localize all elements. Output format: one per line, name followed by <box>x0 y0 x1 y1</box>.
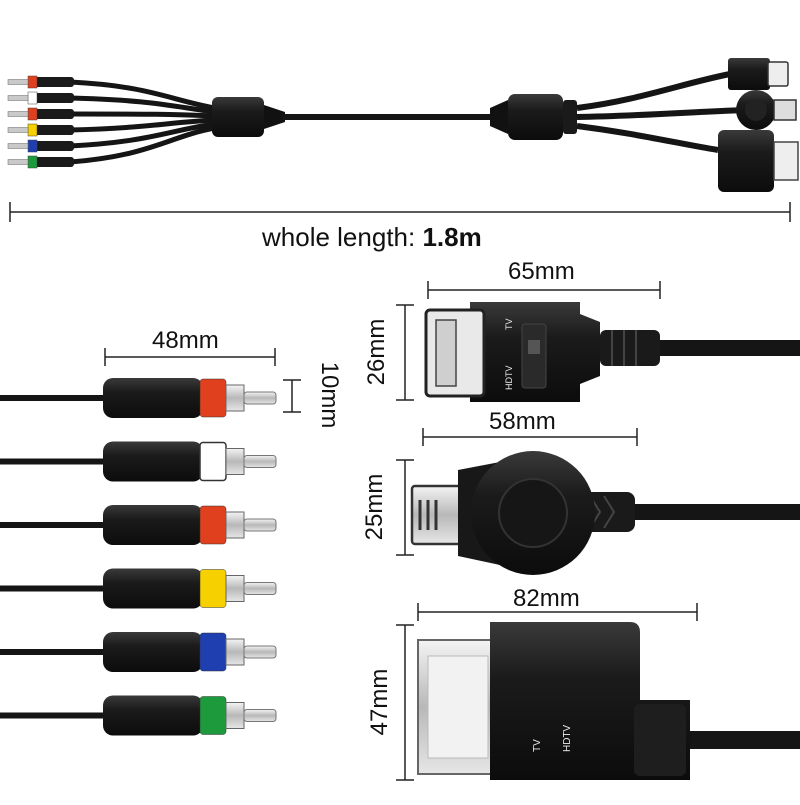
overview-plug-body <box>28 157 74 167</box>
rca-plug-green <box>0 695 277 736</box>
overview-plug-collar <box>27 139 38 153</box>
overview-plug-body <box>28 141 74 151</box>
wii-height-label: 26mm <box>363 318 390 386</box>
xbox-width-label: 82mm <box>513 585 580 612</box>
overview-plug-collar <box>27 91 38 105</box>
overall-dimension-line <box>9 202 791 222</box>
rca-width-label: 48mm <box>152 327 219 354</box>
rca-plug-list <box>0 378 277 736</box>
wii-connector <box>424 302 800 402</box>
overview-plug-pin <box>7 143 29 149</box>
overview-plug-pin <box>7 159 29 165</box>
rca-diameter-label: 10mm <box>316 361 343 429</box>
wii-switch-top-label: TV <box>504 318 514 330</box>
overview-cable <box>7 58 799 192</box>
overview-plug-body <box>28 125 74 135</box>
rca-plug-red <box>0 378 277 418</box>
xbox-connector <box>417 622 800 780</box>
overview-plug-body <box>28 93 74 103</box>
rca-plug-blue <box>0 632 277 672</box>
xbox-hdtv-label: HDTV <box>562 724 573 752</box>
overview-plug-collar <box>27 155 38 169</box>
overview-plug-pin <box>7 79 29 85</box>
ps-width-label: 58mm <box>489 408 556 435</box>
overview-plug-pin <box>7 111 29 117</box>
overview-plug-collar <box>27 107 38 121</box>
wii-dimension-lines <box>396 281 661 401</box>
overview-plug-collar <box>27 75 38 89</box>
wii-width-label: 65mm <box>508 258 575 285</box>
xbox-dimension-lines <box>396 603 698 781</box>
overview-plug-body <box>28 77 74 87</box>
rca-plug-white <box>0 441 277 482</box>
ps-height-label: 25mm <box>361 473 388 541</box>
overview-plug-collar <box>27 123 38 137</box>
overall-length-value: 1.8m <box>422 222 482 252</box>
overview-plug-pin <box>7 95 29 101</box>
playstation-connector <box>410 451 800 575</box>
overall-length-caption: whole length: 1.8m <box>262 222 482 253</box>
xbox-tv-label: TV <box>532 739 543 752</box>
rca-plug-yellow <box>0 568 277 609</box>
overview-plug-body <box>28 109 74 119</box>
ps-dimension-lines <box>396 428 638 556</box>
rca-plug-red <box>0 505 277 545</box>
wii-switch-bottom-label: HDTV <box>504 366 514 391</box>
overall-length-label: whole length: <box>262 222 416 252</box>
rca-dimension-lines <box>104 348 301 413</box>
overview-plug-pin <box>7 127 29 133</box>
xbox-height-label: 47mm <box>366 668 393 736</box>
